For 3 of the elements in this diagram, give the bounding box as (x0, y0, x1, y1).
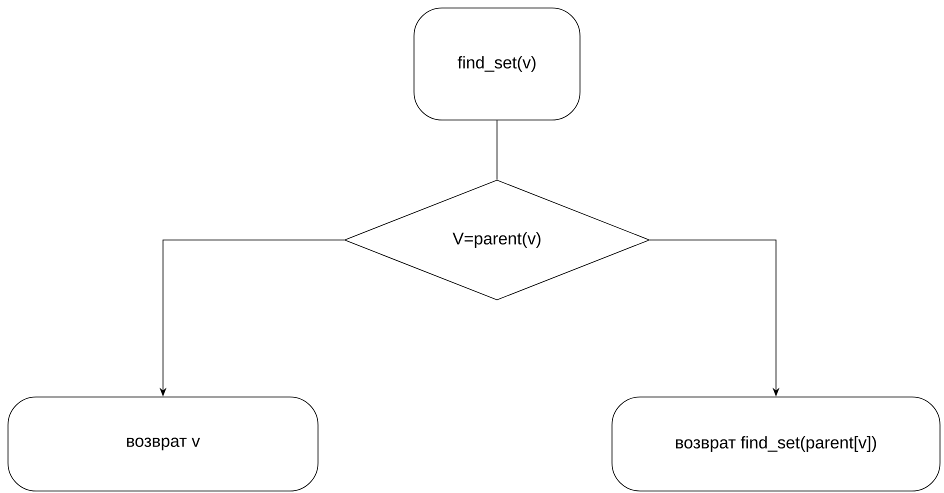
process-box: возврат v (8, 396, 318, 492)
process-box: возврат find_set(parent[v]) (612, 396, 940, 492)
process-box: find_set(v) (414, 8, 580, 120)
